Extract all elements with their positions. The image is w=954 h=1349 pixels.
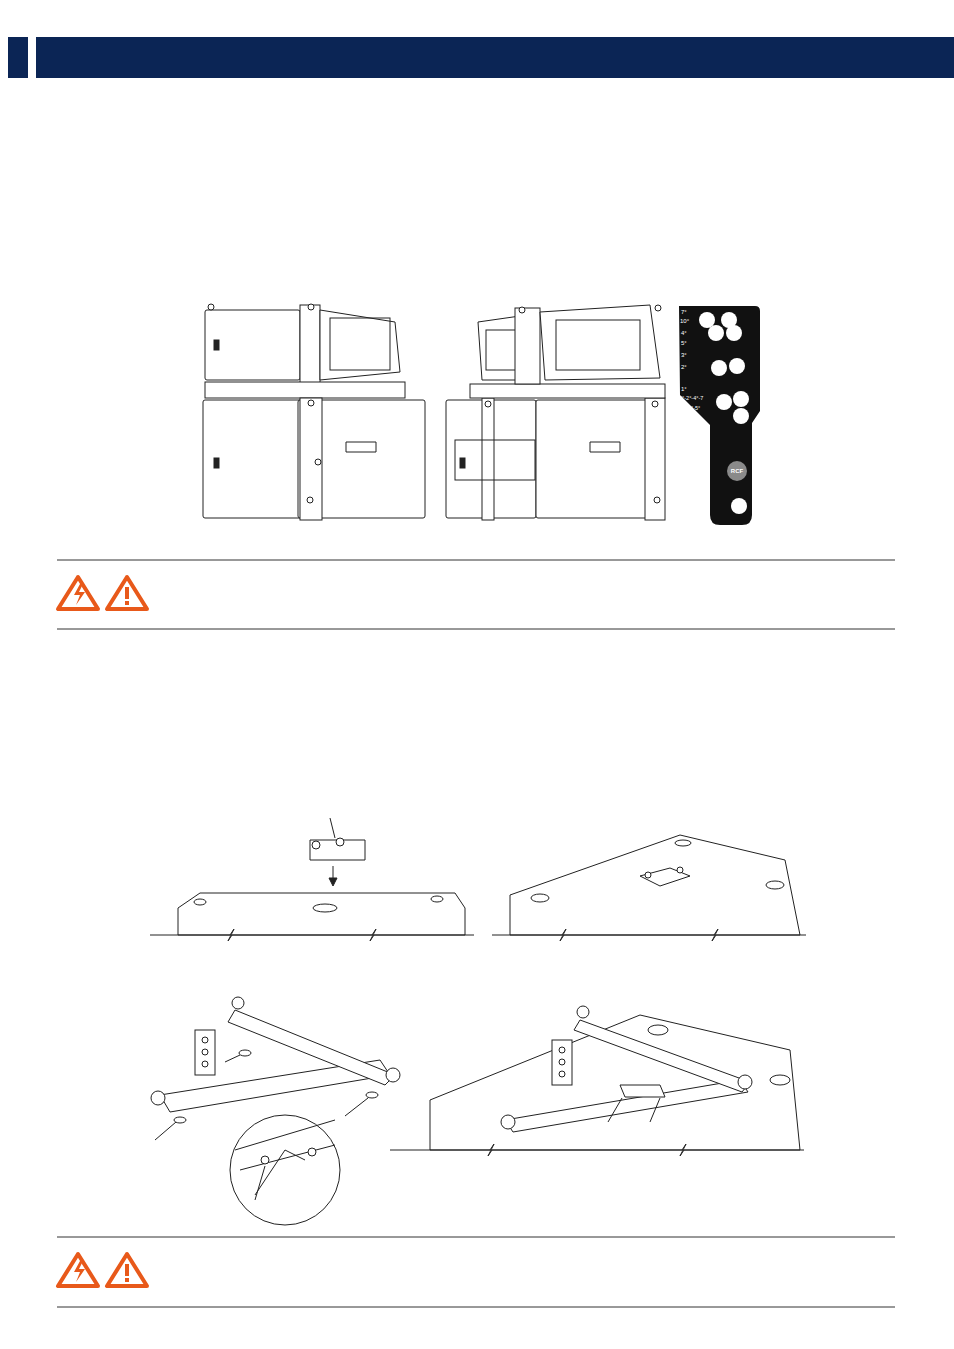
angle-label: -1°-3°-5° bbox=[679, 406, 700, 412]
angle-label: 2° bbox=[681, 364, 687, 370]
angle-label: 7° bbox=[681, 309, 687, 315]
brand-logo: RCF bbox=[731, 468, 743, 474]
angle-label: 3° bbox=[681, 352, 687, 358]
angle-label: 10° bbox=[680, 318, 689, 324]
angle-label: 5° bbox=[681, 340, 687, 346]
angle-label: 0°-2°-4°-7 bbox=[679, 396, 703, 402]
angle-label: 1° bbox=[681, 386, 687, 392]
angle-label: 4° bbox=[681, 330, 687, 336]
